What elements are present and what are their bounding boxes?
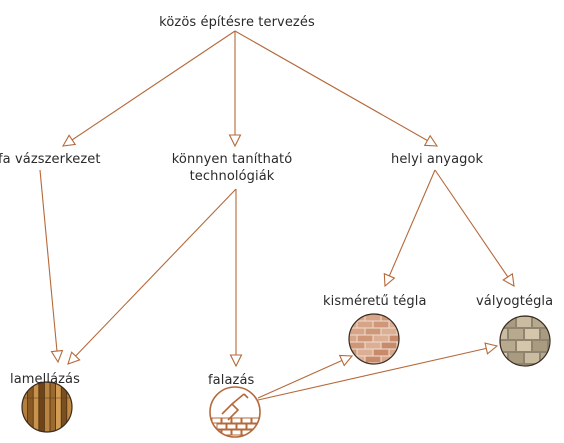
arrowhead bbox=[383, 272, 396, 288]
lamination-image bbox=[21, 381, 73, 433]
arrowhead bbox=[50, 349, 64, 364]
node-adobe-brick: vályogtégla bbox=[476, 294, 554, 309]
masonry-icon bbox=[209, 386, 261, 438]
small-brick-image bbox=[348, 313, 400, 365]
node-easy-tech-line1: könnyen tanítható bbox=[171, 152, 293, 167]
edge-masonry-to-small-brick bbox=[257, 354, 354, 399]
edge-timber-frame-to-lamination bbox=[39, 169, 64, 364]
node-masonry: falazás bbox=[208, 373, 255, 388]
node-timber-frame: fa vázszerkezet bbox=[0, 152, 101, 167]
adobe-brick-image bbox=[499, 315, 551, 367]
node-easy-tech-line2: technológiák bbox=[189, 169, 275, 184]
arrowhead bbox=[229, 354, 243, 368]
edge-root-to-local-materials bbox=[234, 30, 439, 147]
arrowhead bbox=[61, 134, 77, 147]
arrowhead bbox=[502, 272, 515, 288]
edge-local-materials-to-small-brick bbox=[383, 169, 436, 288]
node-lamination: lamellázás bbox=[10, 372, 80, 387]
node-local-materials: helyi anyagok bbox=[391, 152, 484, 167]
edge-easy-tech-to-masonry bbox=[229, 189, 243, 368]
arrowhead bbox=[423, 134, 439, 147]
edge-masonry-to-adobe-brick bbox=[257, 342, 499, 401]
arrowhead bbox=[338, 354, 354, 367]
arrowhead bbox=[228, 134, 242, 148]
edge-root-to-timber-frame bbox=[61, 30, 236, 147]
node-root: közös építésre tervezés bbox=[159, 15, 315, 30]
arrowhead bbox=[67, 351, 81, 365]
edges-group bbox=[39, 30, 515, 401]
node-small-brick: kisméretű tégla bbox=[323, 294, 427, 309]
edge-local-materials-to-adobe-brick bbox=[434, 169, 515, 288]
arrowhead bbox=[484, 342, 499, 355]
node-easy-tech: könnyen tanítható technológiák bbox=[152, 151, 312, 185]
edge-root-to-easy-tech bbox=[228, 31, 242, 148]
edge-easy-tech-to-lamination bbox=[67, 188, 237, 365]
